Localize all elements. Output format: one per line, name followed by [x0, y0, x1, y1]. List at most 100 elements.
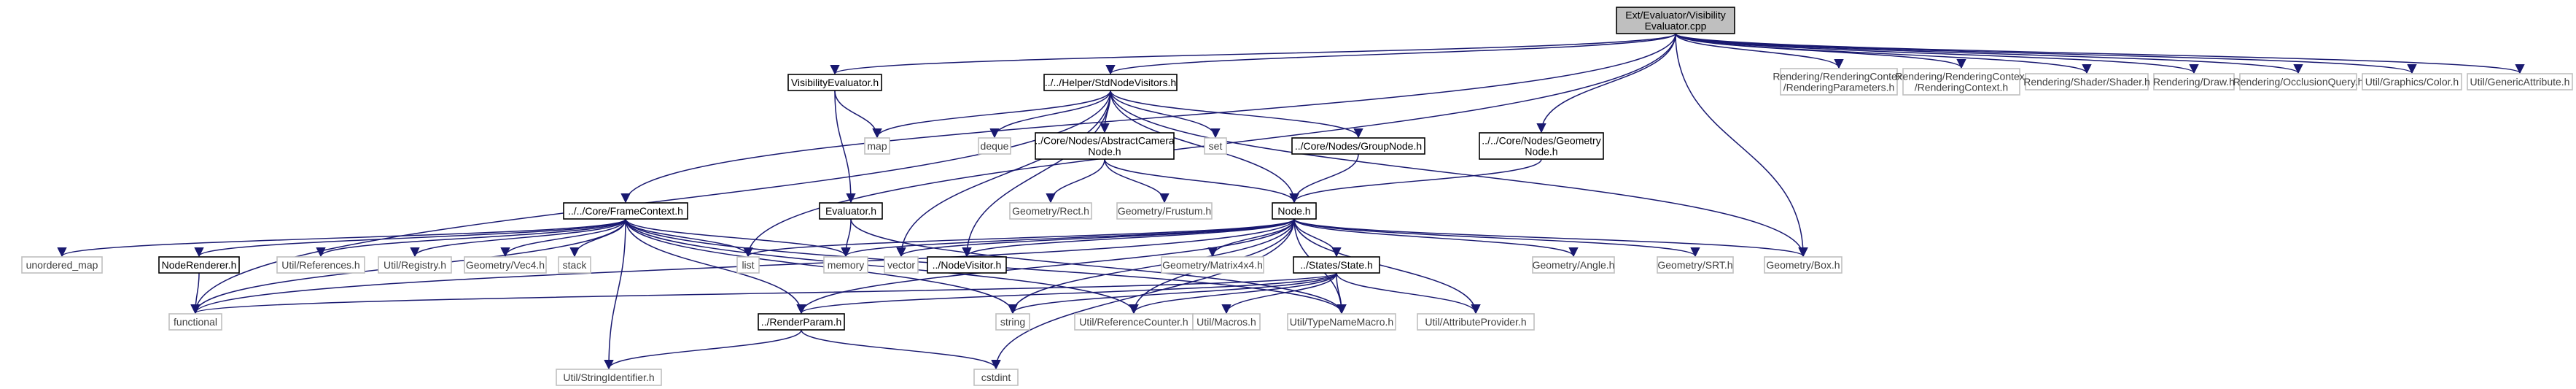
- node-root[interactable]: Ext/Evaluator/VisibilityEvaluator.cpp: [1616, 7, 1735, 34]
- edge-std-node-visitors-h-to-node-visitor-h: [962, 90, 1111, 258]
- node-label: Node.h: [1525, 146, 1557, 158]
- node-label: Util/Graphics/Color.h: [2365, 76, 2459, 88]
- node-box: [2467, 73, 2573, 90]
- edge-frame-context-h-to-util-string-identifier-h: [604, 218, 626, 370]
- node-geometry-angle-h: Geometry/Angle.h: [1532, 256, 1615, 274]
- edge-std-node-visitors-h-to-group-node-h: [1110, 90, 1363, 139]
- node-box: [2153, 73, 2235, 90]
- node-label: deque: [981, 140, 1009, 152]
- node-box: [1417, 313, 1535, 331]
- node-label: unordered_map: [26, 259, 98, 271]
- node-label: ../NodeVisitor.h: [933, 259, 1002, 271]
- node-box: [927, 256, 1007, 274]
- edge-node-h-to-states-state-h: [1293, 218, 1342, 258]
- edge-evaluator-h-to-memory: [841, 218, 852, 258]
- node-visibility-evaluator-h[interactable]: VisibilityEvaluator.h: [787, 74, 882, 91]
- node-states-state-h[interactable]: ../States/State.h: [1293, 256, 1380, 274]
- node-geometry-srt-h: Geometry/SRT.h: [1657, 256, 1734, 274]
- node-node-h[interactable]: Node.h: [1272, 202, 1317, 220]
- edge-group-node-h-to-node-h: [1289, 153, 1359, 204]
- node-util-string-identifier-h: Util/StringIdentifier.h: [556, 369, 662, 386]
- node-label: ../../Core/FrameContext.h: [568, 205, 683, 217]
- node-label: ../Core/Nodes/AbstractCamera: [1035, 135, 1175, 147]
- node-occlusion-query-h: Rendering/OcclusionQuery.h: [2233, 73, 2363, 90]
- edge-render-param-h-to-cstdint: [801, 329, 1001, 370]
- node-box: [1291, 137, 1425, 155]
- node-label: set: [1209, 140, 1223, 152]
- node-label: list: [742, 259, 754, 271]
- edge-abstract-camera-node-h-to-geometry-rect-h: [1046, 158, 1105, 204]
- node-label: Geometry/Angle.h: [1533, 259, 1615, 271]
- node-box: [2362, 73, 2462, 90]
- node-label: /RenderingParameters.h: [1783, 82, 1895, 93]
- edge-frame-context-h-to-util-references-h: [316, 218, 626, 258]
- edge-node-h-to-util-attribute-provider-h: [1293, 218, 1481, 315]
- node-label: ../RenderParam.h: [761, 316, 842, 328]
- edge-geometry-node-h-to-node-h: [1289, 158, 1542, 204]
- node-box: [1035, 132, 1175, 160]
- node-label: VisibilityEvaluator.h: [791, 77, 879, 88]
- node-label: Util/ReferenceCounter.h: [1079, 316, 1188, 328]
- edge-states-state-h-to-string: [1008, 272, 1337, 315]
- node-label: Rendering/RenderingContext: [1773, 71, 1904, 82]
- node-label: Util/TypeNameMacro.h: [1290, 316, 1393, 328]
- node-box: [819, 202, 883, 220]
- node-label: string: [1000, 316, 1025, 328]
- node-label: Geometry/Rect.h: [1012, 205, 1089, 217]
- edge-root-to-draw-h: [1675, 33, 2199, 74]
- node-label: ../../Helper/StdNodeVisitors.h: [1045, 77, 1176, 88]
- node-box: [276, 256, 365, 274]
- node-render-param-h[interactable]: ../RenderParam.h: [758, 313, 845, 331]
- edge-root-to-color-h: [1675, 33, 2417, 74]
- node-node-visitor-h[interactable]: ../NodeVisitor.h: [927, 256, 1007, 274]
- node-group-node-h[interactable]: ../Core/Nodes/GroupNode.h: [1291, 137, 1425, 155]
- node-box: [995, 313, 1030, 331]
- node-util-reference-counter-h: Util/ReferenceCounter.h: [1074, 313, 1194, 331]
- edge-render-param-h-to-util-string-identifier-h: [604, 329, 802, 370]
- node-box: [1161, 256, 1264, 274]
- edge-frame-context-h-to-unordered-map: [57, 218, 626, 258]
- node-label: Ext/Evaluator/Visibility: [1625, 9, 1725, 21]
- edge-std-node-visitors-h-to-deque: [989, 90, 1111, 139]
- node-color-h: Util/Graphics/Color.h: [2362, 73, 2462, 90]
- edge-states-state-h-to-util-attribute-provider-h: [1336, 272, 1481, 315]
- node-box: [1192, 313, 1261, 331]
- edge-root-to-visibility-evaluator-h: [830, 33, 1676, 75]
- dependency-edges: [57, 33, 2525, 370]
- node-node-renderer-h[interactable]: NodeRenderer.h: [158, 256, 240, 274]
- node-box: [787, 74, 882, 91]
- edge-std-node-visitors-h-to-node-h: [1110, 90, 1299, 204]
- edge-root-to-shader-h: [1675, 33, 2092, 74]
- edge-node-h-to-cstdint: [991, 218, 1295, 370]
- node-box: [823, 256, 868, 274]
- node-box: [1009, 202, 1092, 220]
- node-util-type-name-macro-h: Util/TypeNameMacro.h: [1287, 313, 1396, 331]
- edge-frame-context-h-to-memory: [625, 218, 851, 258]
- node-box: [1272, 202, 1317, 220]
- node-label: Geometry/Matrix4x4.h: [1162, 259, 1263, 271]
- edge-std-node-visitors-h-to-geometry-box-h: [1110, 90, 1808, 258]
- edge-frame-context-h-to-util-registry-h: [410, 218, 626, 258]
- edge-node-h-to-geometry-angle-h: [1293, 218, 1579, 258]
- node-label: Rendering/Shader/Shader.h: [2023, 76, 2150, 88]
- node-label: Node.h: [1088, 146, 1121, 158]
- node-geometry-frustum-h: Geometry/Frustum.h: [1116, 202, 1213, 220]
- node-frame-context-h[interactable]: ../../Core/FrameContext.h: [563, 202, 688, 220]
- node-label: functional: [174, 316, 217, 328]
- node-evaluator-h[interactable]: Evaluator.h: [819, 202, 883, 220]
- edge-frame-context-h-to-render-param-h: [625, 218, 806, 315]
- node-std-node-visitors-h[interactable]: ../../Helper/StdNodeVisitors.h: [1043, 74, 1178, 91]
- edge-frame-context-h-to-list: [625, 218, 753, 258]
- node-label: ../Core/Nodes/GroupNode.h: [1295, 140, 1422, 152]
- node-box: [1532, 256, 1615, 274]
- edge-evaluator-h-to-util-type-name-macro-h: [850, 218, 1347, 315]
- edge-root-to-generic-attribute-h: [1675, 33, 2525, 74]
- node-label: Rendering/RenderingContext: [1895, 71, 2027, 82]
- node-shader-h: Rendering/Shader/Shader.h: [2023, 73, 2150, 90]
- node-label: ../../Core/Nodes/Geometry: [1482, 135, 1600, 147]
- node-label: Evaluator.cpp: [1645, 20, 1707, 32]
- edge-states-state-h-to-functional: [190, 272, 1337, 315]
- edge-std-node-visitors-h-to-map: [872, 90, 1111, 139]
